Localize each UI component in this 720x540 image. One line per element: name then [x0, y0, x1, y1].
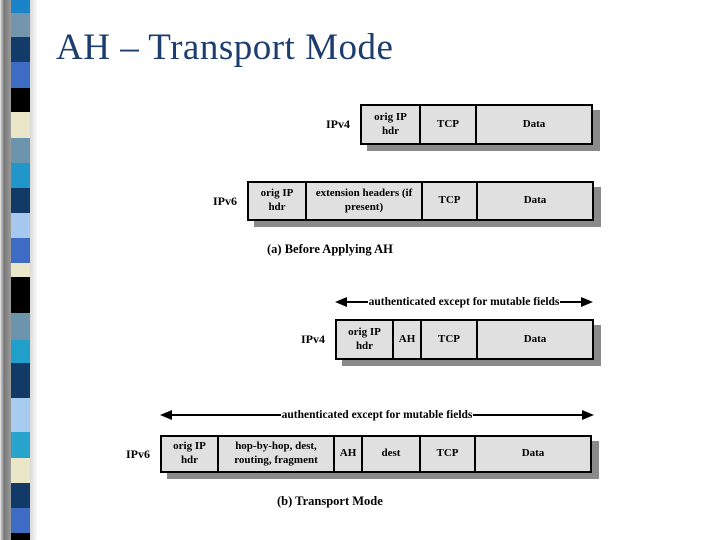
arrow-line	[560, 301, 582, 303]
strip-segment	[11, 483, 30, 508]
strip-segment	[11, 112, 30, 138]
page-title: AH – Transport Mode	[56, 27, 394, 68]
arrow-left-icon	[160, 410, 172, 420]
box-label: orig IP hdr	[260, 187, 294, 213]
packet-boxes: orig IP hdr extension headers (if presen…	[247, 181, 594, 221]
strip-segment	[11, 263, 30, 277]
packet-boxes: orig IP hdr TCP Data	[360, 104, 593, 145]
strip-segment	[11, 163, 30, 188]
packet-box-tcp: TCP	[421, 181, 478, 221]
strip-segment	[11, 432, 30, 458]
strip-segment	[11, 62, 30, 88]
box-label: extension headers (if present)	[315, 187, 413, 213]
authenticated-arrow-ipv4: authenticated except for mutable fields	[335, 296, 594, 308]
packet-box-tcp: TCP	[419, 435, 476, 473]
box-label: Data	[521, 447, 545, 460]
box-label: TCP	[437, 117, 459, 130]
strip-segment	[11, 458, 30, 483]
row-label-ipv6: IPv6	[126, 446, 150, 461]
row-label-ipv4: IPv4	[301, 332, 325, 346]
caption-transport-mode: (b) Transport Mode	[277, 494, 383, 508]
strip-segment	[11, 508, 30, 533]
arrow-label: authenticated except for mutable fields	[281, 409, 473, 421]
packet-box-orig-ip-hdr: orig IP hdr	[160, 435, 219, 473]
packet-box-tcp: TCP	[420, 319, 478, 360]
arrow-label: authenticated except for mutable fields	[368, 296, 560, 308]
packet-boxes: orig IP hdr hop-by-hop, dest, routing, f…	[160, 435, 592, 473]
packet-box-ah: AH	[333, 435, 363, 473]
box-label: Data	[522, 117, 546, 130]
arrow-line	[172, 414, 281, 416]
packet-box-data: Data	[476, 181, 594, 221]
packet-row-transport-ipv4: IPv4 orig IP hdr AH TCP Data	[283, 319, 594, 360]
strip-segment	[11, 313, 30, 340]
packet-box-hop-by-hop: hop-by-hop, dest, routing, fragment	[217, 435, 335, 473]
packet-box-orig-ip-hdr: orig IP hdr	[247, 181, 307, 221]
packet-box-dest: dest	[361, 435, 421, 473]
arrow-left-icon	[335, 297, 347, 307]
strip-segment	[11, 213, 30, 238]
box-label: dest	[381, 447, 401, 460]
strip-segment	[11, 13, 30, 37]
box-label: TCP	[436, 447, 459, 460]
packet-box-data: Data	[476, 319, 594, 360]
box-label: TCP	[438, 194, 461, 207]
box-label: hop-by-hop, dest, routing, fragment	[234, 440, 318, 466]
box-label: AH	[339, 447, 357, 460]
strip-segment	[11, 340, 30, 363]
packet-boxes: orig IP hdr AH TCP Data	[335, 319, 594, 360]
strip-segment	[11, 533, 30, 540]
packet-box-data: Data	[474, 435, 592, 473]
packet-box-orig-ip-hdr: orig IP hdr	[335, 319, 394, 360]
strip-segment	[11, 238, 30, 263]
arrow-right-icon	[582, 410, 595, 420]
box-label: TCP	[438, 332, 460, 345]
packet-row-transport-ipv6: IPv6 orig IP hdr hop-by-hop, dest, routi…	[108, 435, 592, 473]
packet-box-orig-ip-hdr: orig IP hdr	[360, 104, 421, 145]
caption-before-applying-ah: (a) Before Applying AH	[267, 242, 393, 256]
strip-segment	[11, 88, 30, 112]
box-label: orig IP hdr	[173, 440, 206, 466]
arrow-line	[473, 414, 583, 416]
box-label: orig IP hdr	[348, 325, 381, 352]
strip-segment	[11, 363, 30, 398]
strip-segment	[11, 277, 30, 313]
strip-segment	[11, 37, 30, 62]
strip-segment	[11, 0, 30, 13]
strip-segment	[11, 138, 30, 163]
packet-box-tcp: TCP	[419, 104, 477, 145]
decorative-strip	[11, 0, 30, 540]
packet-box-extension-headers: extension headers (if present)	[305, 181, 423, 221]
box-label: orig IP hdr	[374, 110, 407, 137]
packet-row-before-ipv6: IPv6 orig IP hdr extension headers (if p…	[195, 181, 594, 221]
row-label-ipv4: IPv4	[326, 117, 350, 131]
strip-segment	[11, 398, 30, 432]
authenticated-arrow-ipv6: authenticated except for mutable fields	[160, 409, 595, 421]
box-label: AH	[398, 332, 416, 345]
packet-row-before-ipv4: IPv4 orig IP hdr TCP Data	[308, 104, 593, 145]
arrow-line	[347, 301, 368, 303]
arrow-right-icon	[581, 297, 594, 307]
packet-box-ah: AH	[392, 319, 422, 360]
strip-segment	[11, 188, 30, 213]
box-label: Data	[523, 194, 547, 207]
packet-box-data: Data	[475, 104, 593, 145]
row-label-ipv6: IPv6	[213, 193, 237, 208]
box-label: Data	[523, 332, 547, 345]
